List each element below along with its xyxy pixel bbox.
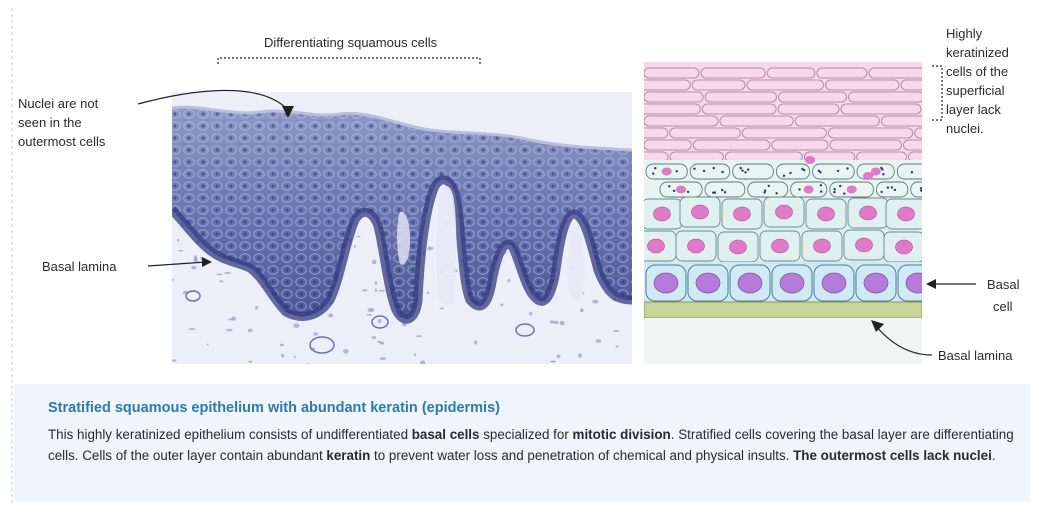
top-bracket bbox=[218, 58, 480, 64]
basal-cell-arrowhead bbox=[926, 279, 936, 289]
caption-title: Stratified squamous epithelium with abun… bbox=[48, 400, 500, 416]
label-differentiating-cells: Differentiating squamous cells bbox=[264, 33, 437, 52]
keratin-bracket bbox=[932, 66, 942, 120]
basal-lamina-band bbox=[644, 302, 922, 318]
caption-text-run: specialized for bbox=[479, 427, 572, 442]
caption-bold-term: keratin bbox=[326, 448, 370, 463]
label-basal-lamina-right: Basal lamina bbox=[938, 346, 1012, 365]
caption-text-run: . bbox=[992, 448, 996, 463]
basal-cells bbox=[646, 265, 938, 301]
keratin-layer bbox=[644, 62, 922, 160]
caption-bold-term: mitotic division bbox=[573, 427, 671, 442]
caption-text-run: This highly keratinized epithelium consi… bbox=[48, 427, 412, 442]
micrograph bbox=[170, 92, 632, 365]
caption-bold-term: basal cells bbox=[412, 427, 480, 442]
label-basal-lamina-left: Basal lamina bbox=[42, 257, 116, 276]
caption-body: This highly keratinized epithelium consi… bbox=[48, 424, 1023, 466]
caption-bold-term: The outermost cells lack nuclei bbox=[793, 448, 992, 463]
schematic bbox=[619, 62, 987, 364]
caption-text-run: to prevent water loss and penetration of… bbox=[370, 448, 793, 463]
